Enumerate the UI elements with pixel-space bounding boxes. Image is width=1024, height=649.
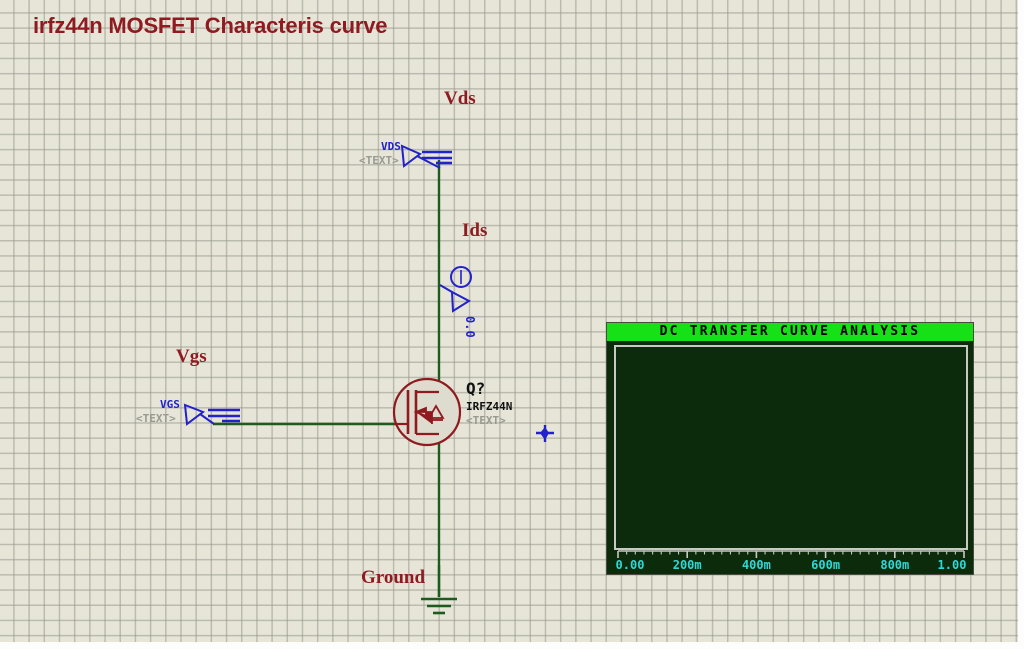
vds-triangle-icon (400, 144, 422, 168)
page-title: irfz44n MOSFET Characteris curve (33, 13, 388, 38)
mosfet-text: <TEXT> (466, 414, 506, 427)
mosfet[interactable]: Q? IRFZ44N <TEXT> (392, 377, 512, 447)
bottom-gutter (0, 642, 1024, 649)
dc-source-vds-ref: VDS (381, 140, 401, 153)
x-tick-label: 800m (880, 558, 910, 572)
vgs-battery-icon (208, 408, 240, 423)
right-gutter (1018, 0, 1024, 649)
x-axis-ticks (617, 550, 965, 558)
vgs-triangle-icon (183, 403, 206, 426)
net-label-ids: Ids (462, 220, 488, 241)
net-label-vgs: Vgs (176, 346, 207, 367)
net-label-ground: Ground (361, 567, 426, 588)
dc-transfer-curve-graph[interactable]: DC TRANSFER CURVE ANALYSIS 0.00 200m 400m 6… (606, 322, 974, 575)
dc-source-vgs[interactable]: VGS <TEXT> (136, 398, 240, 426)
x-tick-label: 600m (811, 558, 841, 572)
current-probe-circle-icon (450, 266, 472, 288)
junction-marker[interactable] (536, 425, 554, 442)
graph-plot-area[interactable] (614, 345, 968, 550)
dc-source-vgs-ref: VGS (160, 398, 180, 411)
dc-source-vds-text: <TEXT> (359, 154, 399, 167)
ground-symbol[interactable] (421, 565, 457, 615)
net-label-vds: Vds (444, 88, 476, 109)
vgs-lead-line (199, 413, 215, 425)
graph-title-bar: DC TRANSFER CURVE ANALYSIS (607, 323, 973, 341)
x-tick-label: 0.00 (615, 558, 645, 572)
dc-source-vgs-text: <TEXT> (136, 412, 176, 425)
x-tick-label: 1.00 (937, 558, 967, 572)
vds-lead-line (416, 155, 441, 169)
dc-source-vds[interactable]: VDS <TEXT> (359, 140, 452, 169)
vds-battery-icon (422, 150, 452, 165)
mosfet-body-diode-icon (427, 404, 445, 419)
current-probe-ref: 0.0 (463, 316, 477, 338)
mosfet-part-number: IRFZ44N (466, 400, 512, 413)
current-probe[interactable]: 0.0 (439, 266, 477, 338)
x-axis-tick-labels: 0.00 200m 400m 600m 800m 1.00 (614, 558, 968, 574)
x-tick-label: 400m (741, 558, 771, 572)
mosfet-ref: Q? (466, 379, 485, 398)
wires[interactable] (213, 160, 441, 597)
x-tick-label: 200m (672, 558, 702, 572)
current-probe-lead (439, 284, 453, 293)
current-probe-arrow-icon (450, 290, 472, 313)
